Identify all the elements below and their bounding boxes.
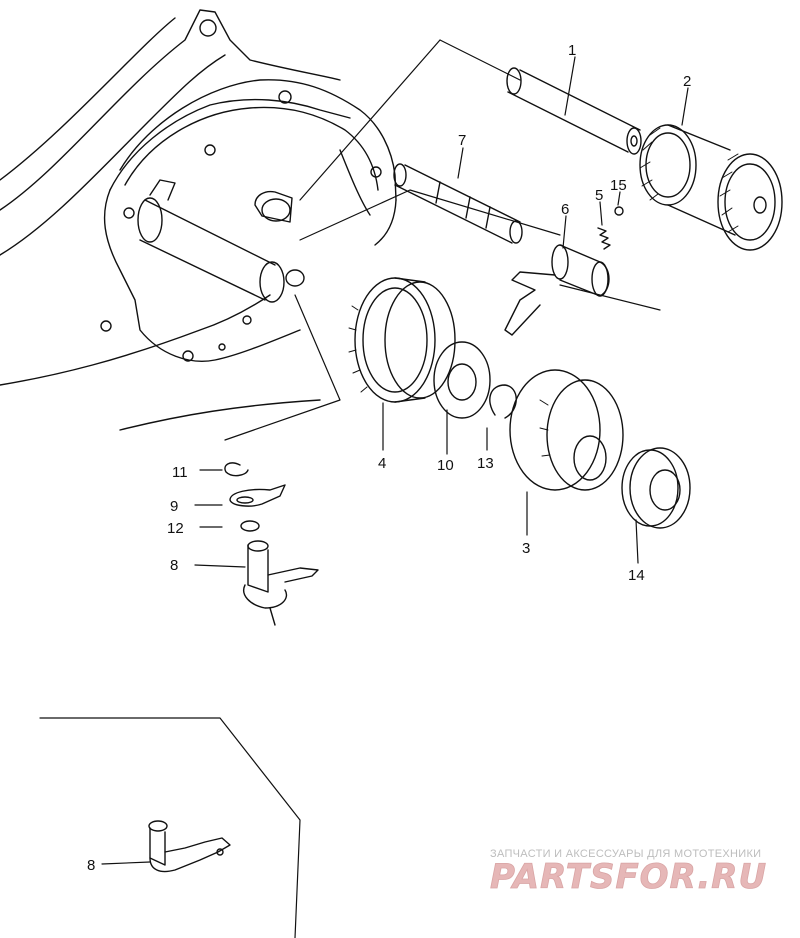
callout-7: 7 (458, 132, 466, 149)
callout-12: 12 (167, 520, 184, 537)
crankcase-housing (0, 9, 397, 431)
spring-part-5 (597, 227, 611, 250)
gear-part-3 (509, 369, 624, 491)
shift-fork-part-6 (504, 244, 610, 336)
shift-arm-part-8 (243, 540, 319, 626)
shift-arm-part-8-inset (148, 820, 231, 873)
callout-8: 8 (170, 557, 178, 574)
callout-8-inset: 8 (87, 857, 95, 874)
washer-part-10 (433, 341, 491, 419)
watermark: ЗАПЧАСТИ И АКСЕССУАРЫ ДЛЯ МОТОТЕХНИКИ PA… (490, 848, 767, 897)
circlip-part-13 (489, 384, 517, 419)
shaft-part-7 (393, 163, 523, 244)
callout-10: 10 (437, 457, 454, 474)
callout-labels: 1 2 3 4 5 6 7 8 9 10 11 12 13 14 15 8 (87, 42, 691, 874)
callout-13: 13 (477, 455, 494, 472)
callout-15: 15 (610, 177, 627, 194)
callout-3: 3 (522, 540, 530, 557)
shaft-part-1 (506, 67, 642, 155)
washer-part-9 (229, 484, 286, 507)
ball-part-15 (614, 206, 624, 216)
gear-part-4 (348, 277, 456, 403)
callout-2: 2 (683, 73, 691, 90)
callout-4: 4 (378, 455, 386, 472)
callout-6: 6 (561, 201, 569, 218)
callout-9: 9 (170, 498, 178, 515)
watermark-logo: PARTSFOR.RU (490, 857, 767, 897)
callout-1: 1 (568, 42, 576, 59)
callout-11: 11 (172, 464, 188, 481)
watermark-tagline: ЗАПЧАСТИ И АКСЕССУАРЫ ДЛЯ МОТОТЕХНИКИ (490, 848, 761, 860)
leader-lines (39, 39, 689, 938)
circlip-part-11 (224, 462, 249, 477)
o-ring-part-12 (240, 520, 260, 532)
gear-cluster-part-2 (639, 124, 783, 251)
callout-14: 14 (628, 567, 645, 584)
callout-5: 5 (595, 187, 603, 204)
bearing-part-14 (621, 447, 691, 529)
